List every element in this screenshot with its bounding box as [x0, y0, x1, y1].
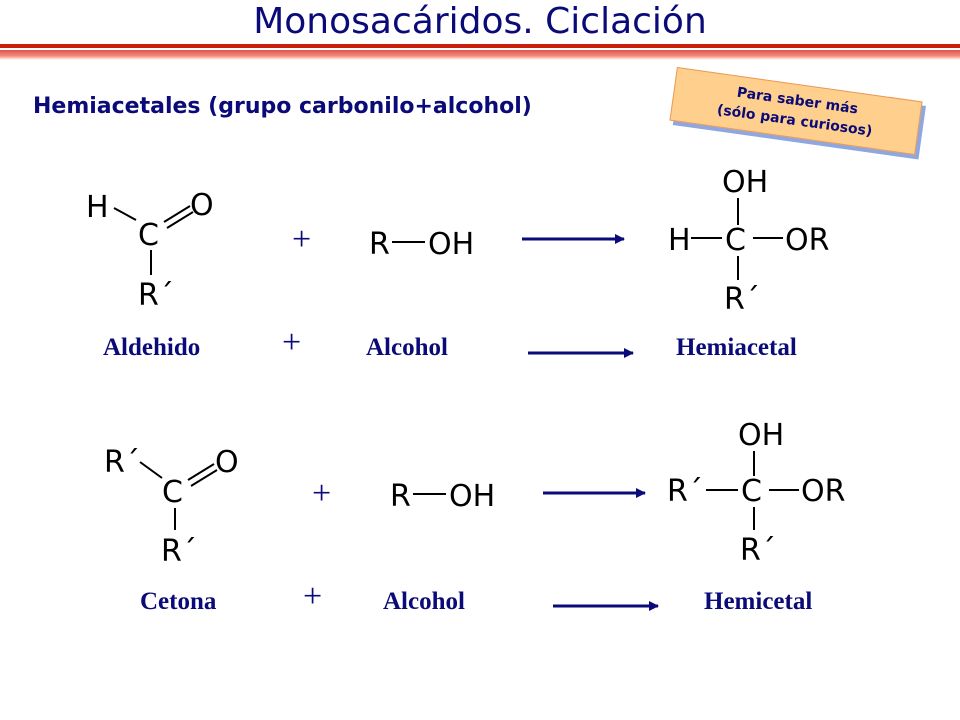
hemiacetal-oh-group: OH [722, 165, 768, 200]
aldehyde-double-bond-2 [166, 211, 194, 229]
label-hemicetal: Hemicetal [704, 588, 813, 615]
aldehyde-structure: H C O R´ [86, 188, 214, 313]
hemiacetal-or-group: OR [785, 223, 829, 258]
hemicetal-structure: OH R´ C OR R´ [667, 418, 845, 568]
ketone-o-atom: O [215, 445, 239, 480]
aldehyde-o-atom: O [190, 188, 214, 223]
hemiacetal-structure: OH H C OR R´ [668, 165, 829, 317]
hemiacetal-h-atom: H [668, 223, 691, 258]
aldehyde-c-atom: C [138, 218, 159, 253]
hemiacetal-c-atom: C [725, 223, 746, 258]
ketone-r1-c-bond [139, 461, 163, 479]
aldehyde-h-c-bond [113, 207, 137, 221]
label-plus-2: + [303, 578, 323, 615]
alcohol-r-atom: R [369, 227, 390, 262]
ketone-structure: R´ C O R´ [104, 445, 239, 569]
hemicetal-r2-group: R´ [740, 533, 776, 568]
alcohol-oh-group: OH [428, 227, 474, 262]
alcohol-r-atom: R [390, 479, 411, 514]
aldehyde-r-group: R´ [138, 278, 174, 313]
label-alcohol-1: Alcohol [366, 334, 448, 361]
label-alcohol-2: Alcohol [383, 588, 465, 615]
slide-title: Monosacáridos. Ciclación [253, 1, 707, 42]
alcohol-structure-2: R OH [390, 479, 495, 514]
plus-sign-structures-1: + [292, 221, 312, 258]
ketone-c-atom: C [162, 475, 183, 510]
hemicetal-r1-group: R´ [667, 474, 703, 509]
label-hemiacetal: Hemiacetal [676, 334, 797, 361]
ketone-r2-group: R´ [161, 534, 197, 569]
label-plus-1: + [282, 324, 302, 361]
hemicetal-oh-group: OH [738, 418, 784, 453]
plus-sign-structures-2: + [312, 475, 332, 512]
hemicetal-or-group: OR [801, 474, 845, 509]
section-subtitle: Hemiacetales (grupo carbonilo+alcohol) [33, 94, 532, 119]
aldehyde-h-atom: H [86, 190, 109, 225]
hemiacetal-r-group: R´ [724, 282, 760, 317]
hemicetal-c-atom: C [741, 474, 762, 509]
alcohol-structure-1: R OH [369, 227, 474, 262]
label-cetona: Cetona [140, 588, 217, 615]
aldehyde-double-bond-1 [163, 205, 191, 223]
label-aldehido: Aldehido [103, 334, 201, 361]
ketone-r1-group: R´ [104, 445, 140, 480]
ketone-double-bond-1 [187, 463, 215, 481]
ketone-double-bond-2 [190, 469, 218, 487]
alcohol-oh-group: OH [449, 479, 495, 514]
title-underline [0, 44, 960, 60]
